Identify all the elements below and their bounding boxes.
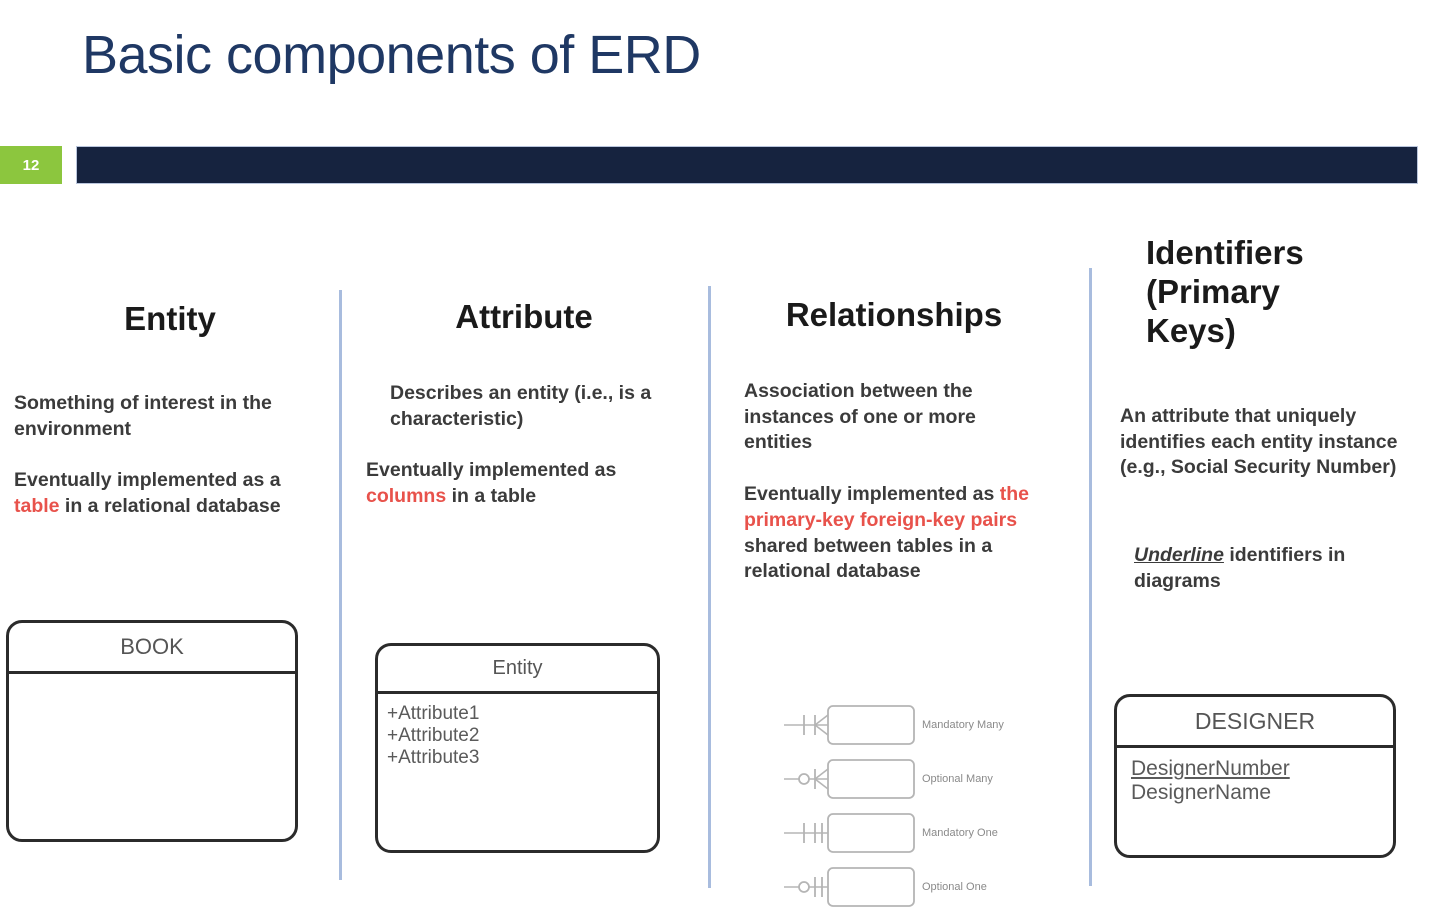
column-identifiers-body: An attribute that uniquely identifies ea… <box>1120 404 1398 595</box>
cardinality-row: Mandatory Many <box>782 698 1042 752</box>
cardinality-label: Optional Many <box>922 773 993 785</box>
text-run-accent: table <box>14 495 60 518</box>
cardinality-row: Optional Many <box>782 752 1042 806</box>
cardinality-row: Mandatory One <box>782 806 1042 860</box>
column-relationships-paragraph-2: Eventually implemented as the primary-ke… <box>744 482 1044 585</box>
text-run: Describes an entity (i.e., is a characte… <box>390 381 652 430</box>
column-entity-paragraph-1: Something of interest in the environment <box>14 391 326 442</box>
er-attribute: +Attribute2 <box>387 725 480 747</box>
text-run: An attribute that uniquely identifies ea… <box>1120 405 1398 479</box>
er-attribute: DesignerName <box>1131 781 1272 805</box>
text-run: Eventually implemented as a <box>14 469 281 492</box>
text-run-accent: the primary-key foreign-key pairs <box>744 483 1030 531</box>
er-attribute-key: DesignerNumber <box>1131 757 1290 780</box>
text-run: Something of interest in the environment <box>14 391 272 440</box>
column-entity-heading: Entity <box>124 300 216 337</box>
er-box-entity: Entity +Attribute1+Attribute2+Attribute3 <box>375 643 660 853</box>
er-box-book-divider <box>9 671 295 674</box>
er-box-book-title: BOOK <box>120 634 184 659</box>
column-relationships: Relationships Association between the in… <box>744 296 1044 585</box>
er-attribute: +Attribute3 <box>387 747 480 769</box>
column-attribute-heading: Attribute <box>455 298 593 335</box>
text-run-accent: columns <box>366 485 447 508</box>
page-number-badge: 12 <box>0 146 62 184</box>
page-title: Basic components of ERD <box>82 25 701 85</box>
cardinality-label: Mandatory Many <box>922 719 1004 731</box>
column-divider-3 <box>1089 268 1092 886</box>
text-run-underline: Underline <box>1134 544 1224 567</box>
column-identifiers: Identifiers (Primary Keys) <box>1146 234 1336 351</box>
text-run: in a table <box>446 485 537 508</box>
text-run: in a relational database <box>59 495 281 518</box>
column-divider-1 <box>339 290 342 880</box>
column-identifiers-paragraph-1: An attribute that uniquely identifies ea… <box>1120 404 1398 481</box>
column-relationships-heading: Relationships <box>785 296 1003 333</box>
column-relationships-paragraph-1: Association between the instances of one… <box>744 379 1044 456</box>
text-run: shared between tables in a relational da… <box>744 534 993 583</box>
er-box-book-attributes <box>9 674 295 694</box>
text-run: Association between the instances of one… <box>744 379 976 454</box>
column-attribute-paragraph-1: Describes an entity (i.e., is a characte… <box>366 381 682 432</box>
er-box-entity-title: Entity <box>492 657 543 679</box>
er-box-designer-divider <box>1117 745 1393 748</box>
column-entity-paragraph-2: Eventually implemented as a table in a r… <box>14 468 326 519</box>
column-divider-2 <box>708 286 711 888</box>
text-run: identifiers in diagrams <box>1134 544 1346 592</box>
cardinality-row: Optional One <box>782 860 1042 914</box>
cardinality-label: Mandatory One <box>922 827 998 839</box>
column-identifiers-heading: Identifiers (Primary Keys) <box>1146 234 1304 349</box>
column-attribute: Attribute Describes an entity (i.e., is … <box>366 298 682 510</box>
text-run: Eventually implemented as <box>366 459 617 482</box>
er-box-entity-divider <box>378 691 657 694</box>
column-identifiers-paragraph-2: Underline identifiers in diagrams <box>1120 543 1398 594</box>
column-attribute-paragraph-2: Eventually implemented as columns in a t… <box>366 458 682 509</box>
er-box-book: BOOK <box>6 620 298 842</box>
text-run: Eventually implemented as <box>744 483 1000 506</box>
column-entity: Entity Something of interest in the envi… <box>14 300 326 520</box>
header-bar <box>76 146 1418 184</box>
er-box-entity-attributes: +Attribute1+Attribute2+Attribute3 <box>378 694 657 778</box>
cardinality-label: Optional One <box>922 881 987 893</box>
header-band: 12 <box>0 146 1418 184</box>
er-attribute: +Attribute1 <box>387 703 480 724</box>
er-box-designer-title: DESIGNER <box>1194 707 1316 734</box>
